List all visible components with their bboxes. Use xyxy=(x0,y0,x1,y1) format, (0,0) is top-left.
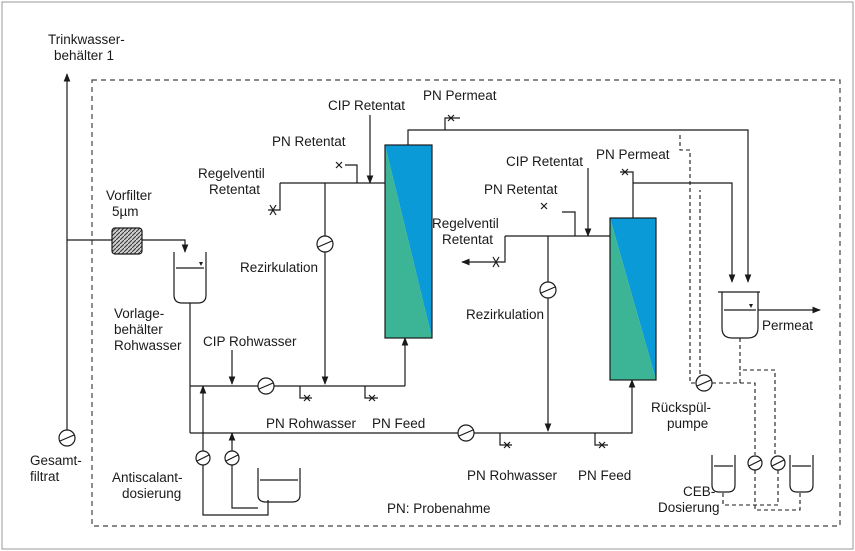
label-trinkwasser-1: Trinkwasser- xyxy=(48,32,125,47)
label-pn-permeat-2: PN Permeat xyxy=(596,147,670,162)
label-antiscalant-1: Antiscalant- xyxy=(112,470,183,485)
label-cip-retentat-1: CIP Retentat xyxy=(328,98,405,113)
membrane-module-2 xyxy=(609,217,657,381)
label-vorfilter-2: 5µm xyxy=(112,204,139,219)
label-cip-retentat-2: CIP Retentat xyxy=(506,154,583,169)
rueckspuel-line-c xyxy=(699,190,712,384)
label-legend: PN: Probenahme xyxy=(387,501,491,516)
regelventil-1-line xyxy=(268,183,281,211)
rueckspuel-line-b xyxy=(679,132,695,384)
pn-retentat-2-valve-icon xyxy=(540,202,548,210)
label-pn-permeat-1: PN Permeat xyxy=(423,88,497,103)
pn-rohwasser-2-tap xyxy=(499,433,512,446)
label-vorlage-1: Vorlage- xyxy=(114,306,164,321)
feed-line-2 xyxy=(474,379,636,434)
label-pn-feed-1: PN Feed xyxy=(372,416,425,431)
label-cip-rohwasser: CIP Rohwasser xyxy=(203,334,297,349)
label-regelventil-2b: Retentat xyxy=(442,232,493,247)
antiscalant-pump-2 xyxy=(224,450,240,466)
label-regelventil-2a: Regelventil xyxy=(432,216,499,231)
pn-rohwasser-1-valve-icon xyxy=(303,394,311,402)
label-regelventil-1b: Retentat xyxy=(209,182,260,197)
antiscalant-line-3 xyxy=(202,465,269,516)
pn-feed-1-tap xyxy=(364,386,378,399)
label-antiscalant-2: dosierung xyxy=(122,486,181,501)
pn-retentat-2-tap xyxy=(562,211,576,236)
ceb-tank-1 xyxy=(711,455,736,493)
pn-permeat-1-tap xyxy=(444,117,460,130)
label-regelventil-1a: Regelventil xyxy=(198,166,265,181)
label-vorlage-3: Rohwasser xyxy=(114,338,182,353)
rueckspuel-line-a xyxy=(739,338,750,371)
ceb-pump-1 xyxy=(747,455,763,471)
label-rueckspuel-2: pumpe xyxy=(667,416,708,431)
permeat-line-1 xyxy=(407,129,752,283)
label-ceb-2: Dosierung xyxy=(658,500,720,515)
regelventil-1-valve-icon xyxy=(269,204,277,216)
vorlagebehaelter-tank xyxy=(173,252,207,304)
antiscalant-line-4 xyxy=(231,465,258,509)
label-permeat: Permeat xyxy=(762,318,813,333)
pn-retentat-1-tap xyxy=(345,164,358,183)
pn-feed-1-valve-icon xyxy=(368,394,376,402)
ceb-pump-2 xyxy=(770,455,786,471)
label-pn-rohwasser-2: PN Rohwasser xyxy=(467,468,558,483)
permeat-tank xyxy=(718,291,760,339)
rezirkulation-pump-2 xyxy=(539,281,557,299)
label-pn-retentat-2: PN Retentat xyxy=(484,182,558,197)
label-pn-rohwasser-1: PN Rohwasser xyxy=(266,416,357,431)
label-vorlage-2: behälter xyxy=(114,322,163,337)
gesamtfiltrat-pump xyxy=(58,429,76,447)
antiscalant-pump-1 xyxy=(195,450,211,466)
regelventil-2-line xyxy=(461,236,506,266)
label-ceb-1: CEB- xyxy=(683,484,715,499)
label-pn-feed-2: PN Feed xyxy=(578,468,631,483)
system-boundary xyxy=(91,79,841,527)
ceb-tank-2 xyxy=(789,455,814,493)
pn-rohwasser-2-valve-icon xyxy=(503,441,511,449)
feed-pump-2 xyxy=(457,424,475,442)
vorfilter-icon xyxy=(111,227,143,255)
ceb-line-b xyxy=(740,382,756,455)
label-pn-retentat-1: PN Retentat xyxy=(272,134,346,149)
rueckspuel-line-d xyxy=(712,370,741,384)
antiscalant-tank xyxy=(257,468,301,503)
ceb-line-c xyxy=(754,470,801,511)
vorfilter-out-line xyxy=(142,239,189,253)
rezirkulation-pump-1 xyxy=(316,235,334,253)
permeat-line-2 xyxy=(632,182,736,283)
label-trinkwasser-2: behälter 1 xyxy=(54,48,114,63)
rueckspuel-pump xyxy=(695,374,713,392)
pn-retentat-1-valve-icon xyxy=(335,161,343,169)
regelventil-2-valve-icon xyxy=(492,256,500,268)
label-rueckspuel-1: Rückspül- xyxy=(651,400,711,415)
label-rezirkulation-1: Rezirkulation xyxy=(240,260,318,275)
pn-permeat-2-valve-icon xyxy=(621,168,629,176)
feed-pump-1 xyxy=(257,377,275,395)
label-gesamt-2: filtrat xyxy=(30,469,60,484)
label-gesamt-1: Gesamt- xyxy=(30,453,82,468)
pn-feed-2-tap xyxy=(594,433,608,446)
pn-permeat-1-valve-icon xyxy=(447,114,455,122)
ceb-line-d xyxy=(722,470,779,506)
pn-feed-2-valve-icon xyxy=(598,441,606,449)
label-rezirkulation-2: Rezirkulation xyxy=(466,307,544,322)
label-vorfilter-1: Vorfilter xyxy=(106,188,152,203)
ceb-line-a xyxy=(750,369,776,455)
pn-rohwasser-1-tap xyxy=(299,386,312,399)
membrane-module-1 xyxy=(384,144,433,339)
